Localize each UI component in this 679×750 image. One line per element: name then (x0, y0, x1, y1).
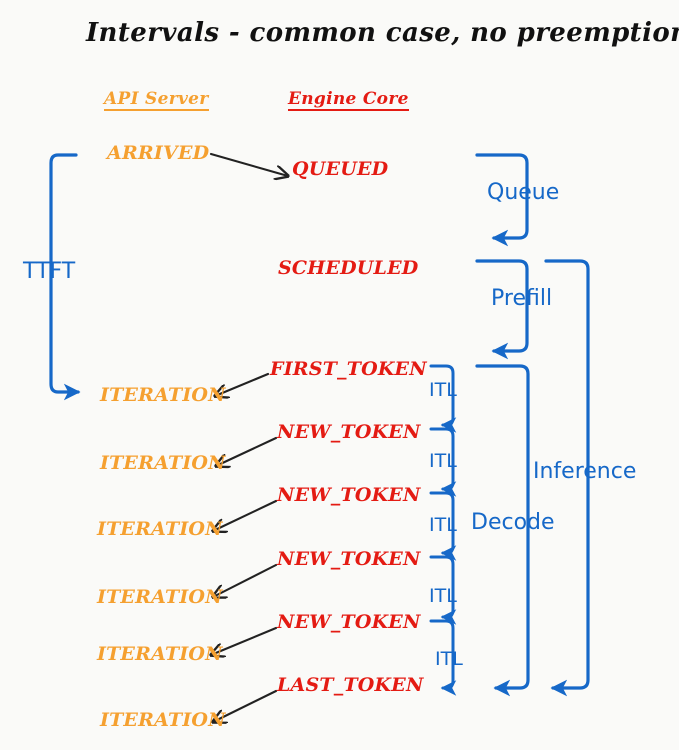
api-state-iteration-2: ITERATION (100, 452, 226, 474)
queue-bracket-path (475, 153, 529, 247)
prefill-bracket-path (475, 259, 529, 360)
interval-label-queue: Queue (487, 180, 560, 205)
arrow-new-token-to-iteration-3 (213, 563, 278, 597)
interval-label-decode: Decode (471, 510, 555, 535)
arrow-new-token-to-iteration-2 (213, 499, 278, 531)
arrow-first-token-to-iteration (215, 372, 270, 396)
arrow-new-token-to-iteration-1 (216, 436, 278, 466)
engine-state-scheduled: SCHEDULED (278, 257, 419, 279)
itl-bracket-path-3 (429, 491, 457, 561)
diagram-title: Intervals - common case, no preemptions (86, 18, 679, 48)
engine-state-queued: QUEUED (292, 158, 389, 180)
engine-state-new-token-3: NEW_TOKEN (277, 548, 421, 570)
interval-label-itl-4: ITL (429, 585, 457, 607)
api-state-iteration-6: ITERATION (100, 709, 226, 731)
arrow-new-token-to-iteration-4 (211, 626, 278, 655)
itl-bracket-path-2 (429, 427, 457, 497)
api-state-arrived: ARRIVED (107, 142, 210, 164)
itl-bracket-path-1 (429, 364, 457, 433)
interval-label-itl-1: ITL (429, 379, 457, 401)
column-header-api-server: API Server (104, 89, 209, 111)
interval-label-itl-2: ITL (429, 450, 457, 472)
column-header-engine-core: Engine Core (288, 89, 409, 111)
interval-label-itl-3: ITL (429, 514, 457, 536)
engine-state-last-token: LAST_TOKEN (277, 674, 424, 696)
engine-state-new-token-2: NEW_TOKEN (277, 484, 421, 506)
ttft-bracket-path (49, 153, 81, 401)
engine-state-new-token-1: NEW_TOKEN (277, 421, 421, 443)
interval-label-itl-5: ITL (435, 648, 463, 670)
interval-label-inference: Inference (533, 459, 637, 484)
api-state-iteration-5: ITERATION (97, 643, 223, 665)
interval-label-prefill: Prefill (491, 286, 553, 311)
engine-state-new-token-4: NEW_TOKEN (277, 611, 421, 633)
decode-bracket-path (475, 364, 530, 697)
api-state-iteration-3: ITERATION (97, 518, 223, 540)
api-state-iteration-1: ITERATION (100, 384, 226, 406)
arrow-last-token-to-iteration (213, 689, 278, 722)
api-state-iteration-4: ITERATION (97, 586, 223, 608)
engine-state-first-token: FIRST_TOKEN (270, 358, 427, 380)
itl-bracket-path-5 (429, 619, 457, 696)
inference-bracket-path (544, 259, 590, 697)
interval-label-ttft: TTFT (23, 259, 76, 284)
itl-bracket-path-4 (429, 555, 457, 625)
arrow-arrived-to-queued (209, 152, 288, 176)
